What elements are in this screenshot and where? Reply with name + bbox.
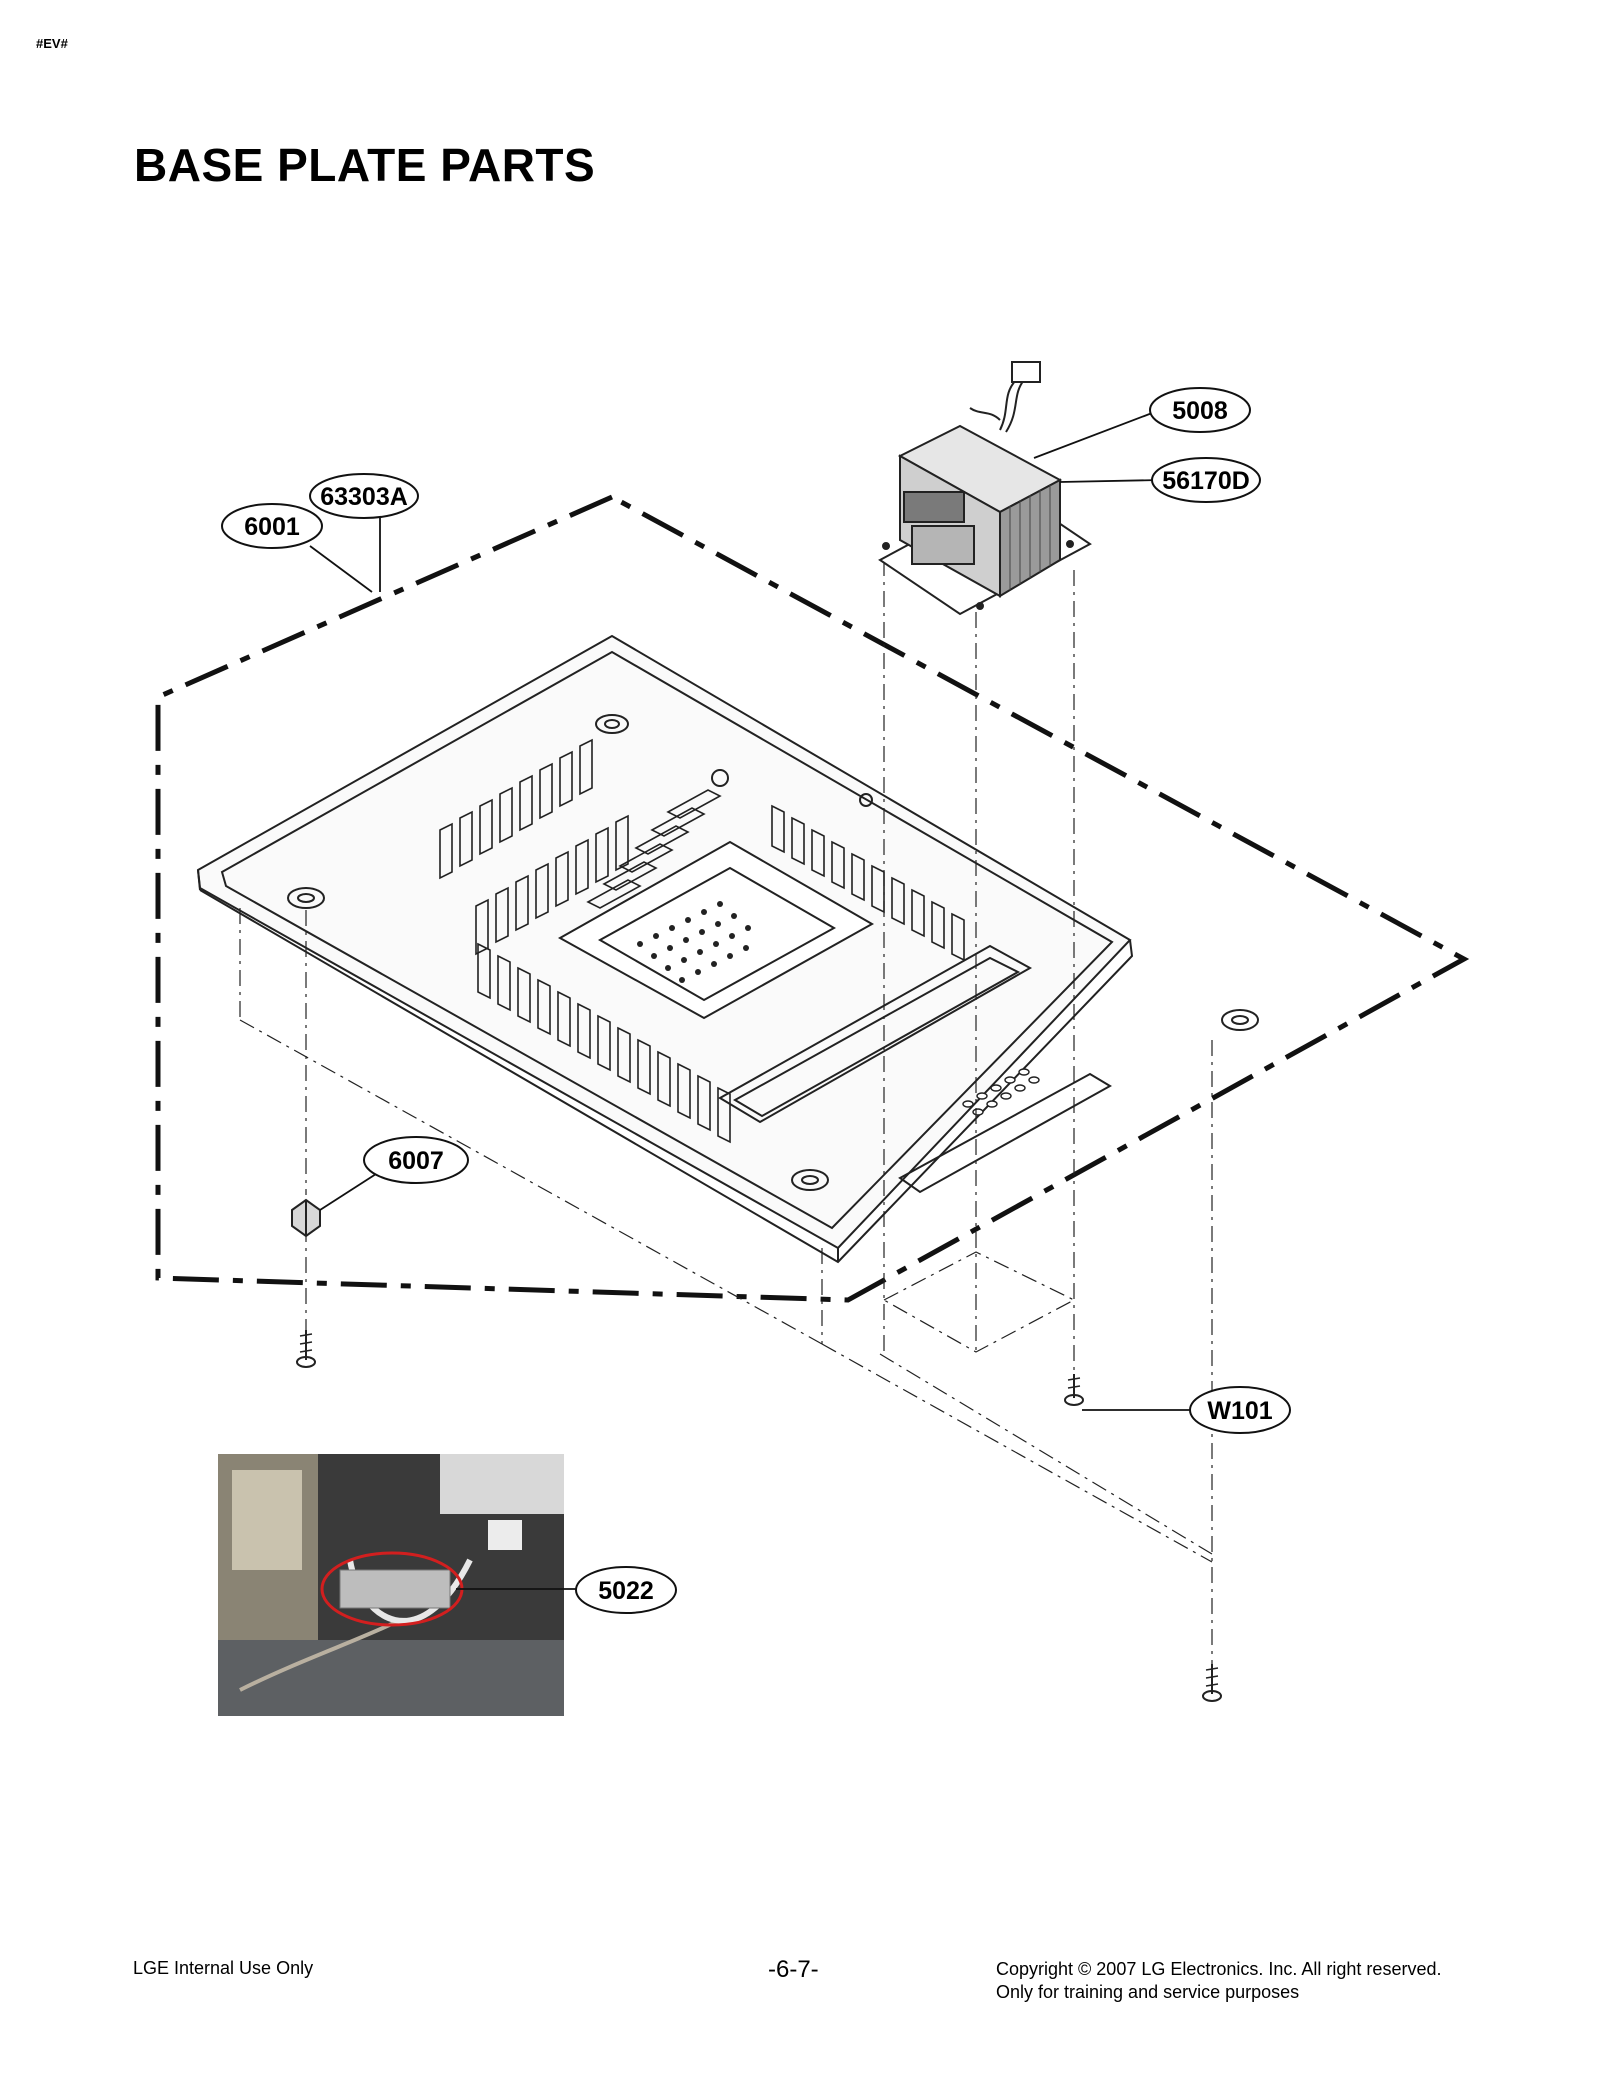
callout-5008: 5008 — [1149, 387, 1251, 433]
photo-inset-5022 — [218, 1454, 564, 1716]
base-plate — [196, 634, 1259, 1264]
high-voltage-transformer — [878, 361, 1092, 616]
callout-W101-label: W101 — [1207, 1397, 1272, 1425]
callout-W101: W101 — [1189, 1386, 1291, 1434]
callout-5022: 5022 — [575, 1566, 677, 1614]
assembly-boundary — [155, 494, 1470, 1303]
alignment-lines — [239, 560, 1213, 1680]
page-title: BASE PLATE PARTS — [134, 139, 596, 191]
footer-copyright-block: Copyright © 2007 LG Electronics. Inc. Al… — [996, 1958, 1441, 2004]
rubber-foot — [291, 1198, 321, 1238]
screw-left — [296, 1330, 316, 1368]
callout-5022-label: 5022 — [598, 1577, 654, 1605]
footer-internal-use: LGE Internal Use Only — [133, 1958, 314, 1978]
vent-slots-left — [439, 738, 731, 1144]
callout-6001-label: 6001 — [244, 513, 300, 541]
callout-6007: 6007 — [363, 1136, 469, 1184]
corner-bosses — [287, 714, 1259, 1191]
callout-5008-label: 5008 — [1172, 397, 1228, 425]
callout-6001: 6001 — [221, 503, 323, 549]
callout-6007-label: 6007 — [388, 1147, 444, 1175]
screw-w101 — [1064, 1374, 1084, 1406]
callout-63303A: 63303A — [309, 473, 419, 519]
callout-56170D-label: 56170D — [1162, 467, 1250, 495]
footer-training-note: Only for training and service purposes — [996, 1982, 1300, 2002]
document-id-tag: #EV# — [36, 36, 68, 51]
center-mesh-panel — [557, 840, 875, 1020]
footer-page-number: -6-7- — [768, 1956, 819, 1983]
callout-63303A-label: 63303A — [320, 483, 408, 511]
callout-56170D: 56170D — [1151, 457, 1261, 503]
footer-copyright: Copyright © 2007 LG Electronics. Inc. Al… — [996, 1959, 1442, 1979]
screw-right — [1202, 1664, 1222, 1702]
leader-lines — [309, 409, 1196, 1590]
